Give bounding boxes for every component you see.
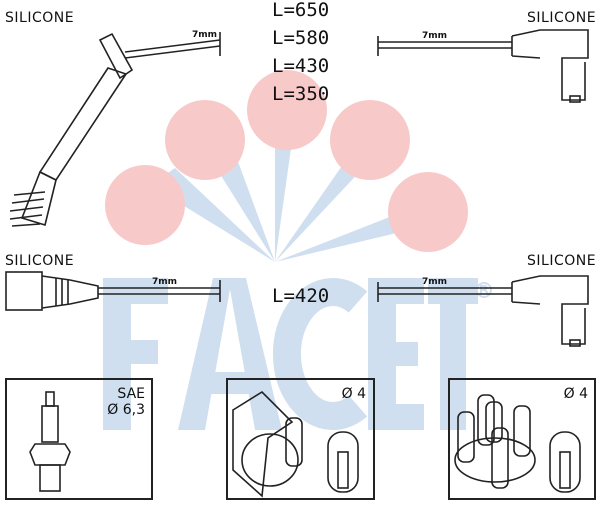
cable-length-1: L=650	[272, 0, 330, 21]
ignition-coil-drawing	[232, 390, 359, 498]
cable-bottom-right	[377, 275, 589, 347]
material-label-bottom-left: SILICONE	[5, 253, 75, 269]
boot-bottom-left	[5, 271, 221, 311]
boot-top-left	[9, 32, 221, 227]
cable-length-3: L=430	[272, 55, 330, 77]
material-label-top-left: SILICONE	[5, 10, 75, 26]
distributor-diameter: Ø 4	[563, 386, 588, 402]
spark-plug-box	[5, 378, 153, 500]
spark-plug-drawing	[29, 391, 71, 492]
terminal-size-bottom-right: 7mm	[422, 277, 448, 287]
distributor-box	[448, 378, 596, 500]
cable-length-5: L=420	[272, 285, 330, 307]
coil-box	[226, 378, 375, 500]
spark-plug-spec: SAE Ø 6,3	[95, 386, 145, 418]
terminal-size-top-left: 7mm	[192, 30, 218, 40]
watermark-circles	[105, 70, 468, 252]
cable-length-2: L=580	[272, 27, 330, 49]
cable-top-right	[377, 29, 589, 103]
terminal-size-top-right: 7mm	[422, 31, 448, 41]
distributor-cap-drawing	[454, 394, 581, 493]
coil-diameter: Ø 4	[341, 386, 366, 402]
cable-length-4: L=350	[272, 83, 330, 105]
spark-plug-standard: SAE	[117, 386, 145, 402]
watermark-brand-letters	[103, 278, 478, 430]
spark-plug-diameter: Ø 6,3	[107, 402, 145, 418]
material-label-top-right: SILICONE	[527, 10, 597, 26]
terminal-size-bottom-left: 7mm	[152, 277, 178, 287]
material-label-bottom-right: SILICONE	[527, 253, 597, 269]
